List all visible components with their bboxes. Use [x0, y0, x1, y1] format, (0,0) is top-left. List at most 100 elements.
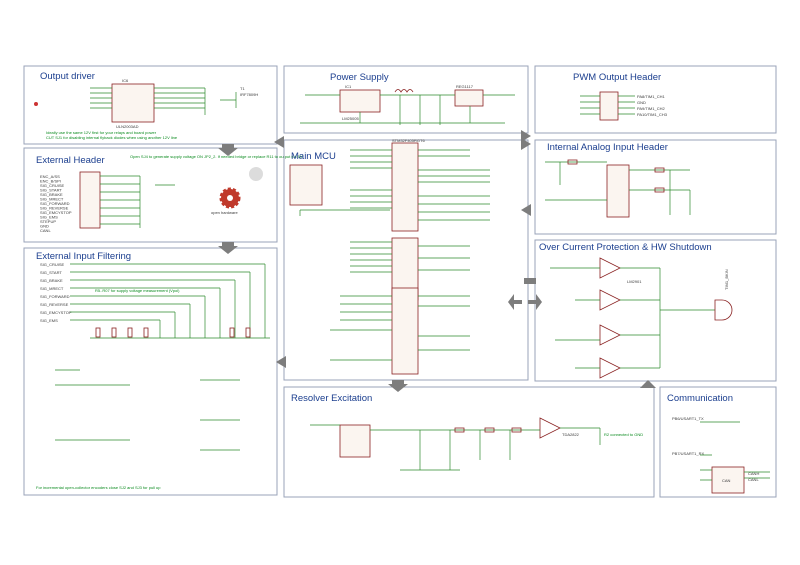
input-signal-3: SIG_BRAKE — [40, 278, 63, 283]
block-external-header: External Header Open SJ4 to generate sup… — [23, 147, 303, 243]
ext-signal-6: SIG_MRECT — [40, 197, 64, 202]
uln2003-chip — [111, 83, 155, 123]
output-driver-note-2: CUT SJ1 for disabling internal flyback d… — [46, 135, 178, 140]
resolver-passives — [454, 427, 522, 433]
regulator-chip-2 — [454, 89, 484, 107]
comparator-label: LM2901 — [627, 279, 642, 284]
analog-header-resistors — [567, 159, 665, 193]
comm-label-4: CANL — [748, 477, 759, 482]
crystal-oscillator — [289, 164, 323, 206]
transistor-part: IRF7809H — [240, 92, 258, 97]
power-supply-title: Power Supply — [330, 72, 389, 83]
resolver-note: R2 connected to GND — [604, 432, 643, 437]
resolver-amplifier — [539, 417, 561, 439]
arrow-mcu-to-resolver — [388, 380, 408, 392]
pwm-output-wires — [580, 95, 635, 115]
transistor-label: T1 — [240, 86, 245, 91]
mcu-chip-label: STM32F405RGT6 — [392, 138, 425, 143]
ext-signal-8: SIG_REVERSE — [40, 206, 69, 211]
block-communication: Communication CAN PB6/USART1_TX PB7/USAR… — [659, 386, 777, 498]
input-signal-1: SIG_CRUISE — [40, 262, 65, 267]
mcu-chip-part-c — [391, 287, 419, 375]
arrow-header-to-filter — [218, 242, 238, 254]
open-hardware-text: open hardware — [211, 210, 238, 215]
arrow-analog-to-mcu — [521, 138, 531, 150]
ext-signal-11: STEPUP — [40, 219, 56, 224]
power-chip-2-label: REG1117 — [456, 84, 474, 89]
ext-signal-13: CANL — [40, 228, 51, 233]
ext-signal-9: SIG_EMCYSTOP — [40, 210, 72, 215]
block-main-mcu: Main MCU STM32F405RGT6 — [283, 138, 529, 381]
mcu-chip-part-a — [391, 142, 419, 232]
input-signal-7: SIG_EMCYSTOP — [40, 310, 72, 315]
arrow-pwm-to-mcu — [521, 130, 531, 142]
ext-signal-12: GND — [40, 224, 49, 229]
communication-title: Communication — [667, 393, 733, 404]
block-internal-analog-header: Internal Analog Input Header — [534, 139, 777, 235]
resolver-input-chip — [339, 424, 371, 458]
power-chip-1-label: IC1 — [345, 84, 352, 89]
over-current-wires — [550, 267, 715, 369]
output-driver-wires — [90, 87, 237, 115]
power-supply-wires — [300, 94, 515, 125]
analog-header-wires — [545, 161, 691, 215]
input-signal-6: SIG_REVERSE — [40, 302, 69, 307]
over-current-title: Over Current Protection & HW Shutdown — [539, 242, 712, 253]
comm-label-2: PB7/USART1_RX — [672, 451, 704, 456]
resolver-title: Resolver Excitation — [291, 393, 372, 404]
ext-signal-4: SIG_START — [40, 188, 62, 193]
can-transceiver-chip — [711, 466, 745, 494]
analog-header-connector — [606, 164, 630, 218]
input-signal-2: SIG_START — [40, 270, 62, 275]
pwm-header-connector — [599, 91, 619, 121]
ext-signal-3: SIG_CRUISE — [40, 183, 65, 188]
open-hardware-logo: open hardware — [211, 187, 241, 215]
ext-signal-5: SIG_BRAKE — [40, 192, 63, 197]
input-signal-list: SIG_CRUISE SIG_START SIG_BRAKE SIG_MRECT… — [40, 262, 72, 323]
pwm-pin-1: PA8/TIM1_CH1 — [637, 94, 665, 99]
block-pwm-output-header: PWM Output Header PA8/TIM1_CH1 GND PA9/T… — [534, 65, 777, 134]
input-filter-note-1: R5..R07 for supply voltage measurement (… — [95, 288, 180, 293]
external-header-wires — [100, 175, 175, 228]
ext-signal-10: SIG_EMS — [40, 215, 58, 220]
communication-wires — [700, 421, 770, 481]
input-filter-note-2: For incremental open-collector encoders … — [36, 485, 161, 490]
arrow-mcu-from-analog — [521, 204, 531, 216]
output-driver-chip-part: ULN2003AD — [116, 124, 139, 129]
arrow-overcurrent-link — [524, 278, 536, 284]
fiducial-icon — [34, 102, 38, 106]
mounting-hole-icon — [249, 167, 263, 181]
comparator-array — [599, 257, 621, 379]
ext-signal-1: ENC_A/SS — [40, 174, 60, 179]
can-chip-label: CAN — [722, 478, 731, 483]
input-signal-8: SIG_EMS — [40, 318, 58, 323]
flow-arrows — [218, 130, 656, 392]
resolver-chip-label: TDA2822 — [562, 432, 580, 437]
block-power-supply: Power Supply IC1 LM25005 REG1117 — [283, 65, 529, 134]
comm-label-1: PB6/USART1_TX — [672, 416, 704, 421]
main-mcu-title: Main MCU — [291, 151, 336, 162]
external-header-signal-list: ENC_A/SS ENC_B/SPI SIG_CRUISE SIG_START … — [40, 174, 72, 233]
block-resolver-excitation: Resolver Excitation TDA2822 R2 connected… — [283, 386, 655, 498]
mcu-wires — [299, 149, 490, 361]
comm-label-3: CANH — [748, 471, 759, 476]
output-driver-title: Output driver — [40, 71, 95, 82]
output-driver-chip-label: IC6 — [122, 78, 129, 83]
external-header-note: Open SJ4 to generate supply voltage ON J… — [130, 154, 303, 159]
and-gate — [714, 299, 733, 321]
internal-analog-title: Internal Analog Input Header — [547, 142, 668, 153]
power-chip-1-part: LM25005 — [342, 116, 359, 121]
arrow-filter-to-mcu — [276, 356, 286, 368]
output-driver-note-1: Ideally use the same 12V first for your … — [46, 130, 157, 135]
external-header-connector — [79, 171, 101, 229]
input-resistor-array — [95, 327, 251, 338]
input-filter-wires — [55, 263, 270, 451]
block-over-current-protection: Over Current Protection & HW Shutdown LM… — [534, 239, 777, 382]
arrow-output-to-header — [218, 144, 238, 156]
pwm-pin-2: GND — [637, 100, 646, 105]
inductor-icon — [394, 89, 414, 93]
pwm-output-title: PWM Output Header — [573, 72, 661, 83]
arrow-resolver-up — [640, 380, 656, 388]
external-input-title: External Input Filtering — [36, 251, 131, 262]
